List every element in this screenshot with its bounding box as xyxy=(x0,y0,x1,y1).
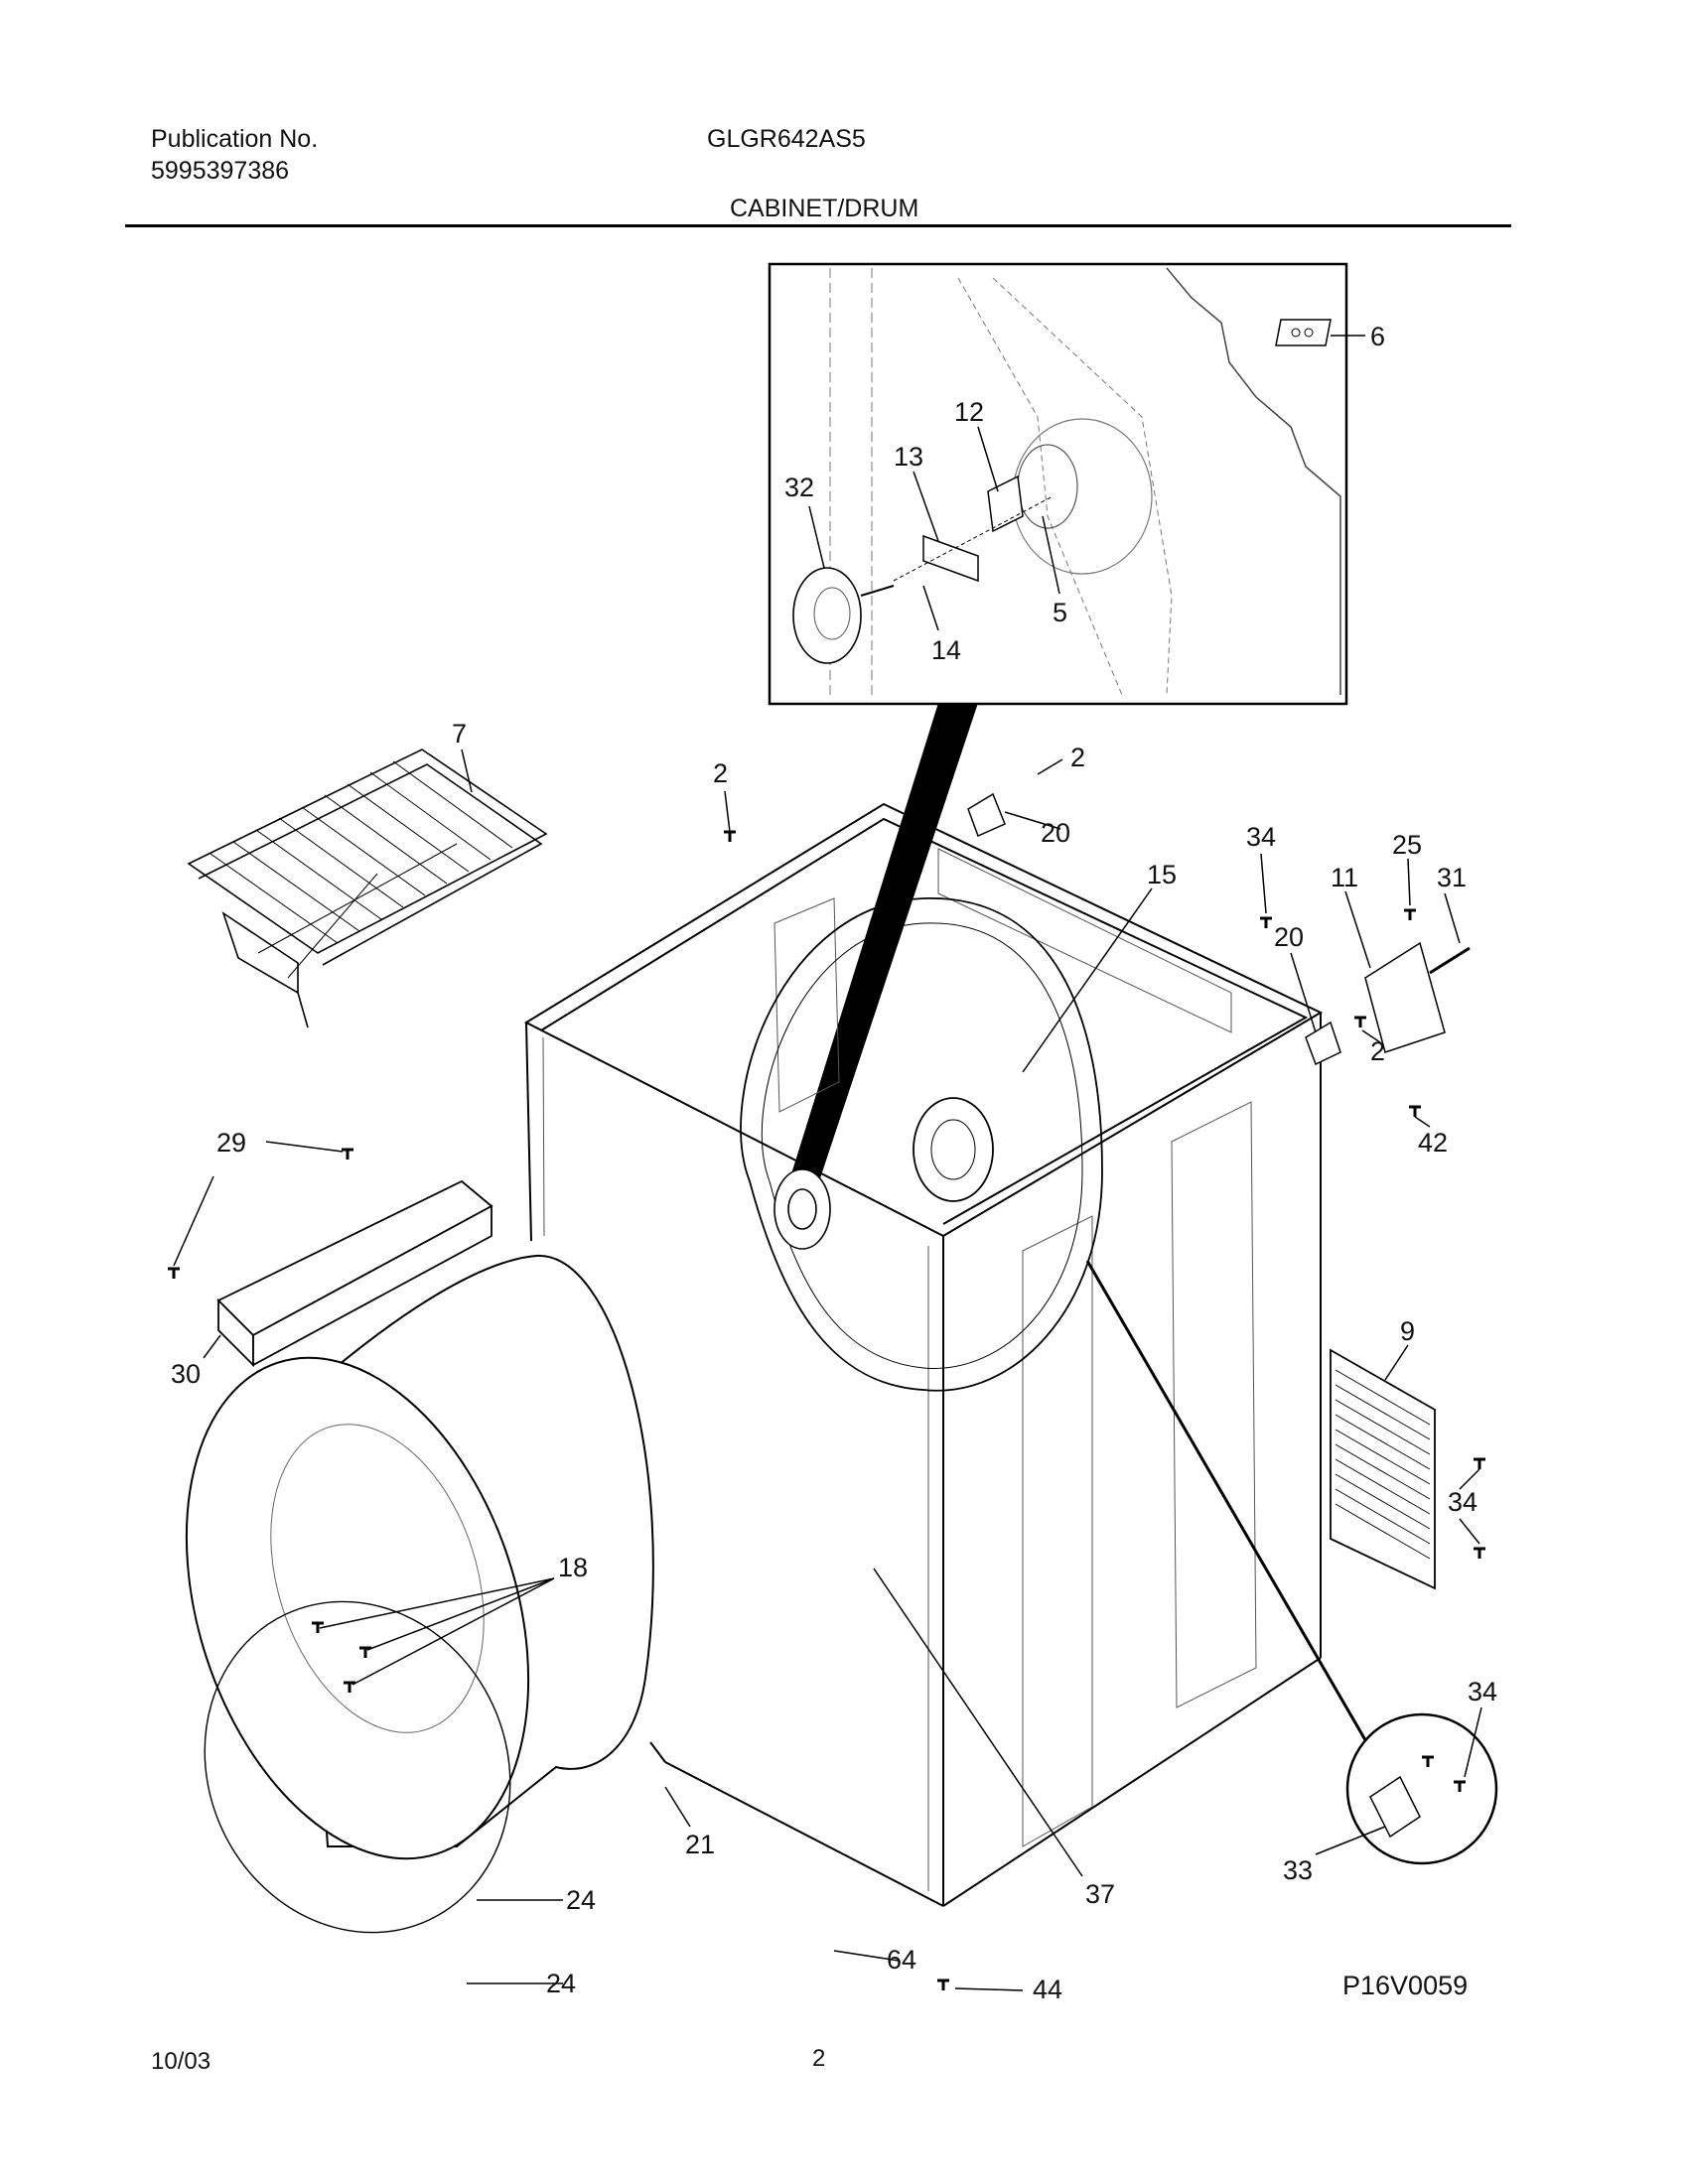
callout-label: 2 xyxy=(1370,1036,1385,1066)
callout-label: 34 xyxy=(1468,1677,1497,1706)
front-trim xyxy=(216,1179,493,1368)
page-number: 2 xyxy=(812,2045,826,2072)
callout-label: 9 xyxy=(1400,1316,1415,1346)
inset-callout: 14 xyxy=(931,635,961,665)
callout-label: 64 xyxy=(887,1945,916,1975)
callout-label: 2 xyxy=(713,758,728,788)
header-rule xyxy=(125,224,1511,227)
inset-callout: 32 xyxy=(784,473,814,502)
callout-label: 20 xyxy=(1274,922,1304,952)
callout-label: 2 xyxy=(1070,743,1085,772)
publication-label: Publication No. xyxy=(151,125,319,153)
callout-label: 20 xyxy=(1041,818,1070,848)
inset-detail: 6 12 13 32 14 5 xyxy=(768,262,1385,706)
callout-label: 44 xyxy=(1033,1975,1062,2004)
terminal-block xyxy=(1429,946,1471,975)
drying-rack xyxy=(187,749,548,1028)
callout-label: 34 xyxy=(1246,822,1276,852)
callout-label: 11 xyxy=(1331,863,1358,892)
drum xyxy=(185,1254,654,1934)
section-title: CABINET/DRUM xyxy=(730,195,919,222)
callout-label: 24 xyxy=(566,1885,596,1915)
callout-label: 7 xyxy=(452,719,467,749)
mounting-bracket xyxy=(1364,941,1446,1053)
callout-label: 34 xyxy=(1448,1487,1477,1517)
callout-labels: 7 2 2 20 34 25 31 11 15 20 2 42 29 30 9 … xyxy=(171,719,1497,2004)
callout-label: 18 xyxy=(558,1553,588,1582)
hinge-bracket xyxy=(1305,1021,1341,1066)
inset-callout: 12 xyxy=(954,397,984,427)
callout-label: 29 xyxy=(216,1128,246,1158)
callout-label: 15 xyxy=(1147,860,1177,889)
callout-label: 30 xyxy=(171,1359,201,1389)
callout-label: 37 xyxy=(1085,1879,1115,1909)
vent-panel xyxy=(1330,1348,1436,1590)
footer-date: 10/03 xyxy=(151,2048,211,2075)
drum-roller xyxy=(774,1168,831,1250)
inset-callout: 5 xyxy=(1053,598,1067,627)
callout-label: 31 xyxy=(1437,863,1467,892)
rear-bulkhead xyxy=(740,897,1103,1392)
callout-label: 21 xyxy=(685,1830,715,1859)
callout-label: 33 xyxy=(1283,1855,1313,1885)
callout-label: 25 xyxy=(1392,830,1422,860)
diagram-code: P16V0059 xyxy=(1342,1971,1469,2000)
callout-label: 42 xyxy=(1418,1128,1448,1158)
leader-lines xyxy=(173,749,1482,1991)
callout-label: 24 xyxy=(546,1969,576,1998)
model-number: GLGR642AS5 xyxy=(707,125,866,153)
inset-callout: 6 xyxy=(1370,322,1385,351)
publication-number: 5995397386 xyxy=(151,157,290,185)
inset-callout: 13 xyxy=(894,442,923,472)
cabinet xyxy=(523,802,1324,1907)
hinge-bracket xyxy=(967,792,1006,838)
